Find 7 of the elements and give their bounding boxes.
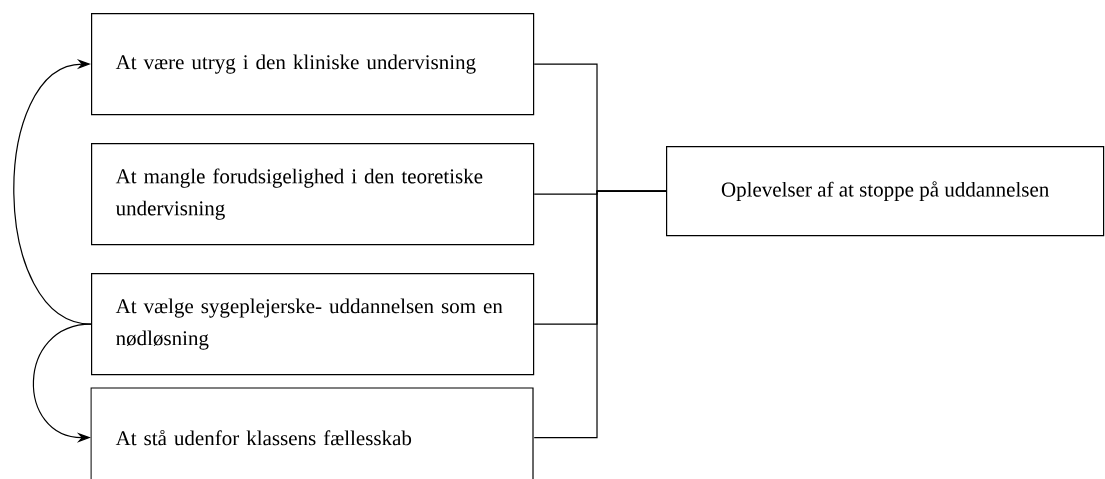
- theme-box: At stå udenfor klassens fællesskab: [90, 387, 534, 479]
- connector-line: [533, 190, 667, 439]
- curved-arrow: [13, 59, 92, 325]
- theme-box: At være utryg i den kliniske undervisning: [91, 13, 535, 116]
- theme-box: At mangle forudsigelighed i den teoretiske undervisning: [91, 143, 535, 246]
- theme-box: At vælge sygeplejerske- uddannelsen som en nødløsning: [91, 273, 535, 376]
- result-box: Oplevelser af at stoppe på uddannelsen: [666, 146, 1105, 237]
